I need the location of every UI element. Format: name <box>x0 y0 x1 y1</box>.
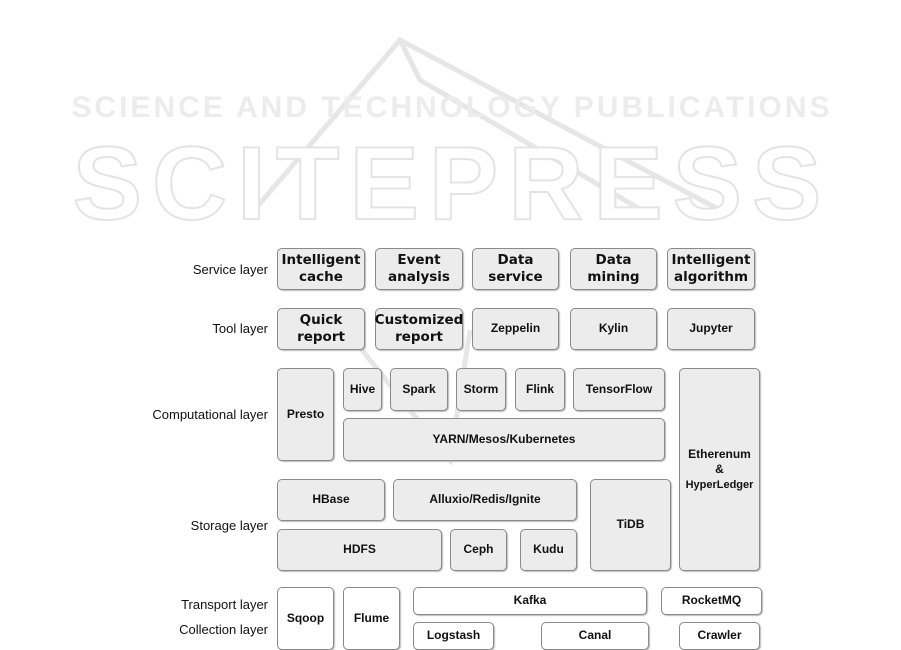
box-data-service: Data service <box>472 248 559 290</box>
box-sqoop: Sqoop <box>277 587 334 650</box>
box-hive: Hive <box>343 368 382 411</box>
label-service-layer: Service layer <box>192 262 268 277</box>
box-zeppelin: Zeppelin <box>472 308 559 350</box>
box-event-analysis: Event analysis <box>375 248 463 290</box>
watermark-subtitle: SCIENCE AND TECHNOLOGY PUBLICATIONS <box>71 91 833 124</box>
box-yarn-mesos-kubernetes: YARN/Mesos/Kubernetes <box>343 418 665 461</box>
box-spark: Spark <box>390 368 448 411</box>
box-alluxio-redis-ignite: Alluxio/Redis/Ignite <box>393 479 577 521</box>
box-label: Etherenum <box>688 446 751 461</box>
box-label: Quick report <box>297 312 345 345</box>
box-label: Data service <box>488 252 543 285</box>
box-kudu: Kudu <box>520 529 577 571</box>
label-tool-layer: Tool layer <box>212 321 268 336</box>
box-quick-report: Quick report <box>277 308 365 350</box>
box-label: Intelligent cache <box>281 252 361 285</box>
box-kafka: Kafka <box>413 587 647 615</box>
box-canal: Canal <box>541 622 649 650</box>
box-label: Customized report <box>374 312 464 345</box>
box-presto: Presto <box>277 368 334 461</box>
box-label: Data mining <box>587 252 640 285</box>
box-flink: Flink <box>515 368 565 411</box>
box-data-mining: Data mining <box>570 248 657 290</box>
box-ceph: Ceph <box>450 529 507 571</box>
box-rocketmq: RocketMQ <box>661 587 762 615</box>
box-intelligent-cache: Intelligent cache <box>277 248 365 290</box>
box-logstash: Logstash <box>413 622 494 650</box>
box-tidb: TiDB <box>590 479 671 571</box>
label-collection-layer: Collection layer <box>179 622 268 637</box>
box-customized-report: Customized report <box>375 308 463 350</box>
label-storage-layer: Storage layer <box>190 518 268 533</box>
box-flume: Flume <box>343 587 400 650</box>
box-hbase: HBase <box>277 479 385 521</box>
box-storm: Storm <box>456 368 506 411</box>
box-ethereum-hyperledger: Etherenum & HyperLedger <box>679 368 760 571</box>
box-label: Event analysis <box>388 252 450 285</box>
box-hdfs: HDFS <box>277 529 442 571</box>
box-crawler: Crawler <box>679 622 760 650</box>
box-jupyter: Jupyter <box>667 308 755 350</box>
label-transport-layer: Transport layer <box>181 597 268 612</box>
label-computational-layer: Computational layer <box>152 407 268 422</box>
watermark-title: SCITEPRESS <box>72 126 832 242</box>
box-tensorflow: TensorFlow <box>573 368 665 411</box>
box-kylin: Kylin <box>570 308 657 350</box>
box-label: Intelligent algorithm <box>671 252 751 285</box>
box-label: & <box>715 462 724 477</box>
box-label: HyperLedger <box>685 478 754 491</box>
box-intelligent-algorithm: Intelligent algorithm <box>667 248 755 290</box>
